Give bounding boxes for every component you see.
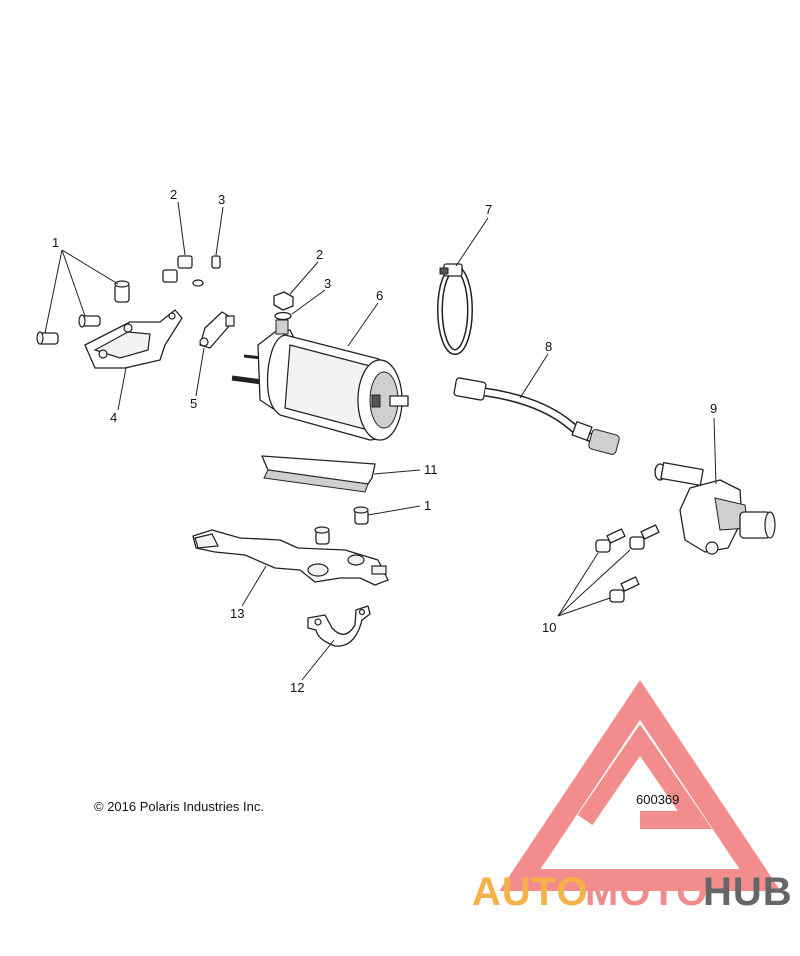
nut-part-2-a: [162, 255, 193, 283]
watermark-text: AUTO MOTO HUB: [472, 870, 793, 914]
callout-1-lower: 1: [424, 498, 431, 513]
callout-4: 4: [110, 410, 117, 425]
hose-clamp-part-7: [437, 263, 473, 355]
nut-part-2-b: [273, 291, 294, 311]
callout-13: 13: [230, 606, 244, 621]
callout-6: 6: [376, 288, 383, 303]
drive-part-9: [654, 461, 776, 555]
washer-part-3-a: [192, 255, 221, 287]
callout-3-starter: 3: [324, 276, 331, 291]
callout-7: 7: [485, 202, 492, 217]
bolt-part-1-c: [36, 331, 59, 345]
watermark-moto: MOTO: [585, 870, 708, 914]
bolt-part-1-b: [78, 314, 101, 328]
callout-12: 12: [290, 680, 304, 695]
callout-2-starter: 2: [316, 247, 323, 262]
screw-part-10-c: [609, 576, 640, 603]
bolt-part-1-e: [314, 526, 330, 545]
bracket-part-13: [192, 529, 389, 586]
starter-motor-part-6: [231, 319, 409, 441]
callout-1-upper: 1: [52, 235, 59, 250]
bolt-part-1-d: [353, 506, 369, 525]
washer-part-3-b: [274, 311, 292, 321]
screw-part-10-b: [629, 524, 660, 550]
callout-11: 11: [424, 462, 438, 477]
diagram-number: 600369: [636, 792, 679, 807]
pad-part-11: [261, 455, 376, 493]
cable-part-8: [453, 377, 620, 455]
watermark-hub: HUB: [703, 870, 793, 914]
callout-8: 8: [545, 339, 552, 354]
callout-3-upper: 3: [218, 192, 225, 207]
copyright-text: © 2016 Polaris Industries Inc.: [94, 799, 264, 814]
leader-lines: [44, 201, 717, 681]
callout-5: 5: [190, 396, 197, 411]
bracket-part-5: [199, 311, 235, 349]
callout-10: 10: [542, 620, 556, 635]
callout-9: 9: [710, 401, 717, 416]
bracket-part-4: [84, 309, 183, 369]
watermark-logo: [499, 680, 781, 891]
watermark-auto: AUTO: [472, 870, 589, 914]
bolt-part-1-a: [114, 280, 130, 303]
callout-2-upper: 2: [170, 187, 177, 202]
clamp-part-12: [307, 605, 371, 647]
screw-part-10-a: [595, 528, 626, 553]
callout-numbers: 1 2 3 2 3 4 5 6 7 8 9 10 11 1 12 13: [52, 187, 717, 695]
